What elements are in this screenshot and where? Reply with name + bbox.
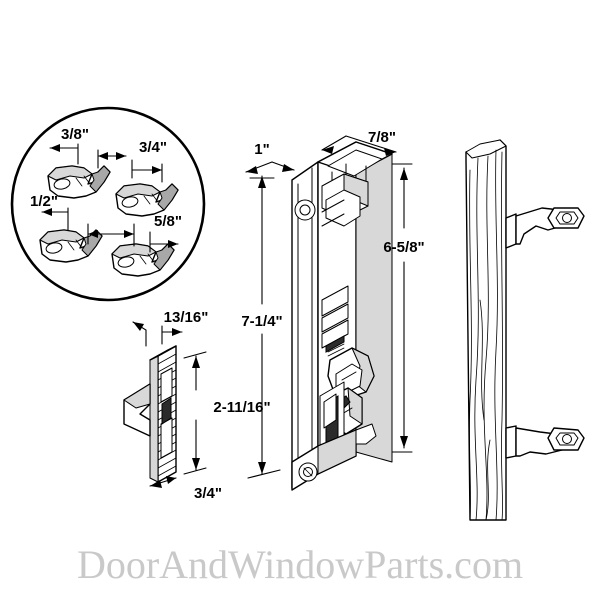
pull-handle-group	[465, 139, 585, 521]
dim-label-3-4-plate: 3/4"	[194, 485, 222, 502]
dim-label-1-2: 1/2"	[30, 193, 58, 210]
dim-label-7-8: 7/8"	[368, 129, 396, 146]
strike-plate-center-dark	[161, 397, 172, 425]
dim-label-3-4-hook: 3/4"	[139, 139, 167, 156]
detail-dimension-leaders	[41, 143, 179, 253]
lock-side-tab	[355, 423, 377, 445]
handle-bracket-upper-boss	[505, 213, 517, 249]
lock-bottom-cap	[291, 429, 357, 491]
handle-bracket-upper	[505, 207, 585, 249]
handle-bolt-upper-hex	[555, 211, 579, 225]
strike-plate-upper-slot	[160, 367, 173, 403]
handle-bolt-lower-hex	[555, 432, 579, 446]
lock-mid-slots	[321, 285, 349, 357]
dim-label-1-inch: 1"	[254, 141, 269, 158]
site-watermark: DoorAndWindowParts.com	[77, 542, 523, 587]
latch-hook-top-right	[115, 183, 179, 217]
latch-hook-detail-group: 3/8" 3/4" 1/2" 5/8"	[10, 106, 206, 302]
latch-hook-top-left	[47, 165, 111, 199]
dim-label-7-1-4: 7-1/4"	[241, 313, 282, 330]
dim-label-2-11-16: 2-11/16"	[213, 399, 270, 416]
strike-plate-edge	[149, 355, 159, 483]
latch-strike-plate-group: 13/16" 2-11/16" 3/4"	[123, 309, 271, 502]
handle-bracket-lower-boss	[505, 425, 517, 459]
handle-wood-grain	[469, 149, 503, 521]
mortise-lock-body-group	[291, 141, 393, 491]
lock-upper-mechanism	[294, 173, 369, 227]
dim-label-13-16: 13/16"	[164, 309, 209, 326]
dim-label-6-5-8: 6-5/8"	[383, 239, 424, 256]
strike-plate-top	[149, 345, 177, 361]
latch-hook-bottom-right	[111, 243, 175, 277]
handle-bracket-lower	[505, 425, 585, 459]
detail-circle-outline	[10, 106, 206, 302]
lock-dimension-lines: 1" 7/8" 6-5/8" 7-1/4"	[241, 129, 425, 479]
handle-top-cap	[465, 139, 507, 159]
dim-label-5-8: 5/8"	[154, 213, 182, 230]
dim-label-3-8: 3/8"	[61, 126, 89, 143]
